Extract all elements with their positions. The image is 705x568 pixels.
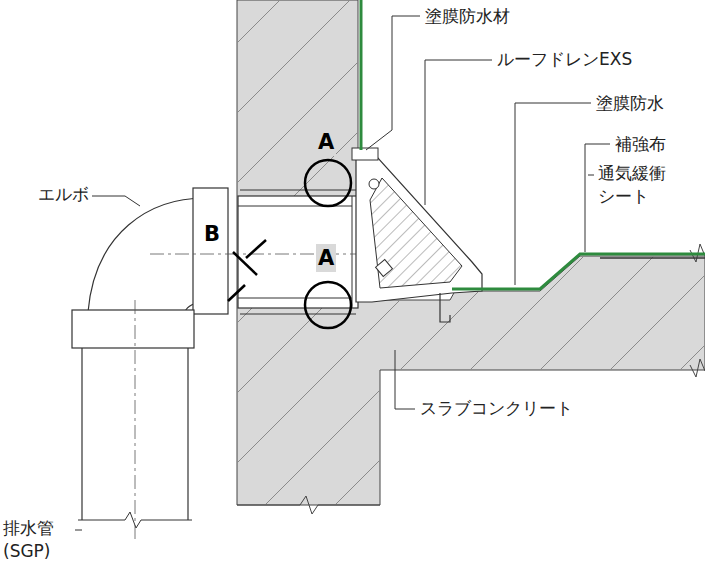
part-label: ルーフドレンEXS bbox=[497, 48, 632, 71]
part-label: 補強布 bbox=[615, 133, 666, 156]
part-label: 排水管 (SGP) bbox=[3, 517, 75, 563]
part-label: 通気緩衝 シート bbox=[598, 162, 672, 208]
detail-marker: A bbox=[316, 128, 336, 156]
part-label: スラブコンクリート bbox=[420, 397, 573, 420]
detail-marker: A bbox=[316, 244, 336, 272]
part-label: 塗膜防水材 bbox=[425, 5, 510, 28]
part-label: 塗膜防水 bbox=[596, 92, 664, 115]
detail-marker: B bbox=[202, 220, 222, 248]
part-label: エルボ bbox=[38, 183, 89, 206]
